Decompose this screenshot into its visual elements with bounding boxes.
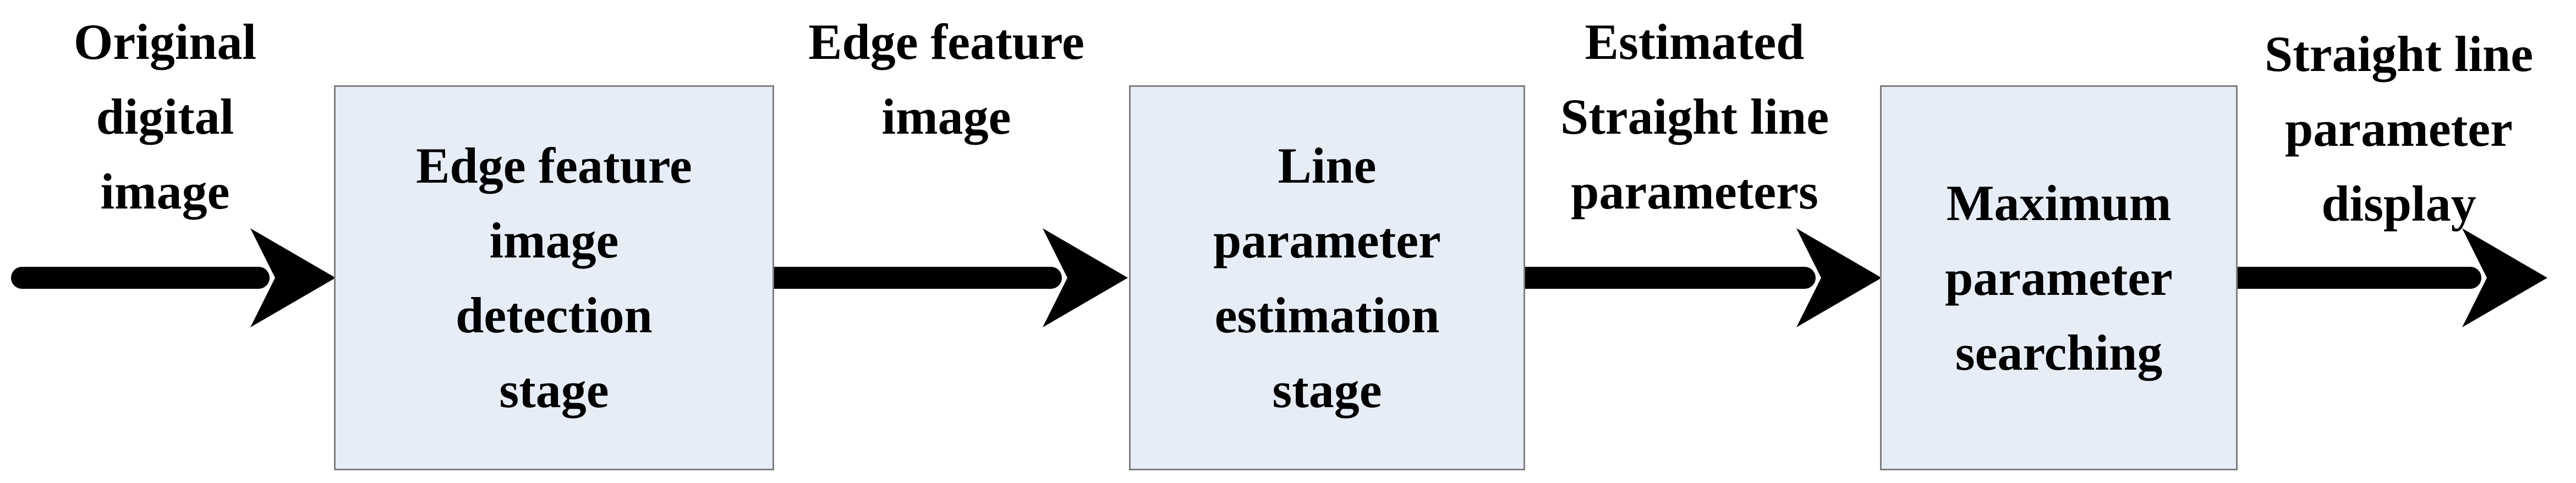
flow-text: Estimated bbox=[1585, 14, 1805, 70]
input-text: image bbox=[100, 163, 230, 219]
stage-text: Edge feature bbox=[416, 138, 692, 194]
flow-text: parameter bbox=[2285, 101, 2513, 157]
stage-text: parameter bbox=[1213, 212, 1441, 268]
flow-text: image bbox=[881, 89, 1011, 145]
stage-text: searching bbox=[1955, 325, 2163, 381]
stage-text: detection bbox=[456, 287, 653, 343]
stage-text: Line bbox=[1278, 138, 1377, 194]
stage-text: estimation bbox=[1214, 287, 1440, 343]
stage-text: Maximum bbox=[1946, 175, 2172, 231]
flow-text: parameters bbox=[1571, 163, 1818, 219]
stage-box-line-estimation: Line parameter estimation stage bbox=[1129, 85, 1525, 470]
input-text: Original bbox=[73, 14, 257, 70]
estimated-parameters-label: Estimated Straight line parameters bbox=[1519, 4, 1871, 229]
stage-text: image bbox=[489, 212, 619, 268]
input-label: Original digital image bbox=[17, 4, 314, 229]
stage-text: stage bbox=[499, 362, 609, 418]
stage-box-max-search: Maximum parameter searching bbox=[1880, 85, 2238, 470]
flow-text: Straight line bbox=[2264, 26, 2534, 82]
flow-text: Edge feature bbox=[808, 14, 1084, 70]
flow-text: Straight line bbox=[1560, 89, 1829, 145]
stage-text: stage bbox=[1272, 362, 1382, 418]
output-label: Straight line parameter display bbox=[2228, 17, 2569, 241]
input-text: digital bbox=[96, 89, 234, 145]
flow-text: display bbox=[2321, 175, 2476, 232]
edge-feature-label: Edge feature image bbox=[759, 4, 1133, 154]
stage-box-edge-detection: Edge feature image detection stage bbox=[334, 85, 774, 470]
stage-text: parameter bbox=[1945, 250, 2173, 306]
